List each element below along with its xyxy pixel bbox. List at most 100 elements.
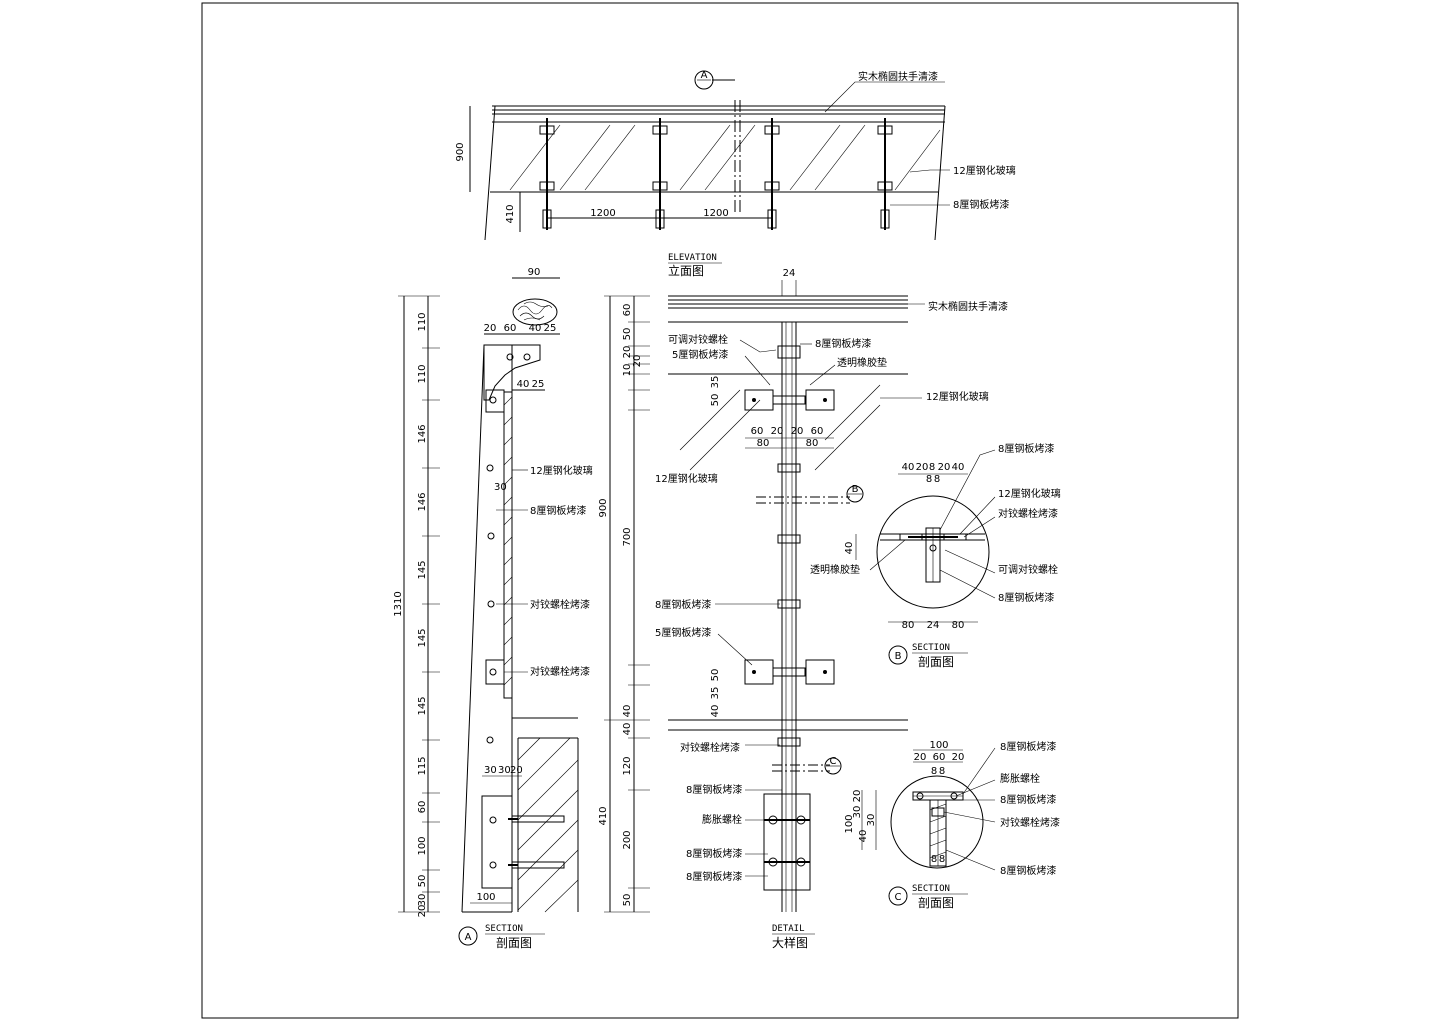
- dim-c-side-40: 40: [858, 830, 869, 843]
- dim-c-8b: 8: [939, 766, 945, 777]
- dim-a-bot-100: 100: [476, 892, 495, 903]
- dim-d-50: 50: [622, 328, 633, 341]
- dim-d-20b: 20: [632, 355, 643, 368]
- dim-a-top-60: 60: [504, 323, 517, 334]
- dim-d-35: 35: [710, 376, 721, 389]
- dim-a-bot-20: 20: [510, 765, 523, 776]
- dim-d-20c: 20: [791, 426, 804, 437]
- section-b-title-en: SECTION: [912, 643, 950, 653]
- dim-a-30-glass: 30: [494, 482, 507, 493]
- dim-c-60: 60: [933, 752, 946, 763]
- dim-d-20a: 20: [771, 426, 784, 437]
- dim-d-40b: 40: [622, 705, 633, 718]
- dim-1200-a: 1200: [590, 208, 615, 219]
- dim-d-60a: 60: [751, 426, 764, 437]
- detail-view: 60 50 20 10 20 35 50 900 700 50 35 40 40…: [598, 268, 1008, 950]
- dim-b-20a: 20: [916, 462, 929, 473]
- callout-c-bolt: 对铰螺栓烤漆: [1000, 816, 1060, 829]
- dim-d-80b: 80: [806, 438, 819, 449]
- section-c-title-cn: 剖面图: [918, 896, 954, 910]
- callout-c-exp-bolt: 膨胀螺栓: [1000, 772, 1040, 785]
- dim-b-8: 8: [929, 462, 935, 473]
- sheet-border: [201, 2, 1239, 1019]
- callout-d-glass-left: 12厘钢化玻璃: [655, 472, 718, 485]
- dim-d-40: 40: [710, 705, 721, 718]
- section-b-marker: [846, 485, 864, 503]
- dim-b-40b: 40: [952, 462, 965, 473]
- callout-b-bolt: 对铰螺栓烤漆: [998, 507, 1058, 520]
- section-a-title-cn: 剖面图: [496, 936, 532, 950]
- dim-a-total: 1310: [393, 591, 404, 616]
- dim-a-60: 60: [417, 801, 428, 814]
- callout-d-5mm-top: 5厘钢板烤漆: [672, 348, 728, 361]
- callout-handrail: 实木椭圆扶手清漆: [858, 70, 938, 83]
- callout-steel-plate: 8厘钢板烤漆: [953, 198, 1009, 211]
- callout-d-8mm-mid: 8厘钢板烤漆: [655, 598, 711, 611]
- section-b-marker-label: B: [852, 484, 859, 495]
- dim-d-50b: 50: [710, 394, 721, 407]
- dim-d-35b: 35: [710, 687, 721, 700]
- callout-c-8mm-bot: 8厘钢板烤漆: [1000, 864, 1056, 877]
- section-c-marker-label: C: [830, 756, 837, 767]
- dim-d-10: 10: [622, 364, 633, 377]
- dim-d-40c: 40: [622, 723, 633, 736]
- dim-a-top-25: 25: [544, 323, 557, 334]
- dim-b-24: 24: [927, 620, 940, 631]
- section-b-title-marker: [888, 645, 908, 665]
- section-a-view: 110 110 146 146 145 145 145 115 60 100 5…: [393, 267, 593, 950]
- callout-a-bolt-2: 对铰螺栓烤漆: [530, 665, 590, 678]
- section-c-title-letter: C: [895, 892, 902, 903]
- callout-d-adj-bolt: 可调对铰螺栓: [668, 333, 728, 346]
- dim-a-bot-30a: 30: [484, 765, 497, 776]
- dim-b-80a: 80: [902, 620, 915, 631]
- dim-c-side-100: 100: [844, 814, 855, 833]
- dim-a-30: 30: [417, 894, 428, 907]
- dim-a-145-1: 145: [417, 560, 428, 579]
- dim-d-200: 200: [622, 830, 633, 849]
- callout-glass: 12厘钢化玻璃: [953, 164, 1016, 177]
- dim-a-145-2: 145: [417, 628, 428, 647]
- section-c-circle: [890, 775, 984, 869]
- section-c-title-marker: [888, 886, 908, 906]
- dim-a-110-1: 110: [417, 312, 428, 331]
- callout-c-8mm-mid: 8厘钢板烤漆: [1000, 793, 1056, 806]
- callout-c-8mm-top: 8厘钢板烤漆: [1000, 740, 1056, 753]
- dim-a-mid-25: 25: [532, 379, 545, 390]
- callout-d-rubber: 透明橡胶垫: [837, 356, 887, 369]
- callout-d-8mm-base: 8厘钢板烤漆: [686, 783, 742, 796]
- elevation-title-cn: 立面图: [668, 263, 704, 278]
- section-a-title-en: SECTION: [485, 924, 523, 934]
- dim-b-side-40: 40: [844, 542, 855, 555]
- callout-b-adj-bolt: 可调对铰螺栓: [998, 563, 1058, 576]
- dim-c-20b: 20: [952, 752, 965, 763]
- section-b-title-cn: 剖面图: [918, 655, 954, 669]
- dim-c-8c: 8: [931, 854, 937, 865]
- dim-c-8a: 8: [931, 766, 937, 777]
- dim-d-24: 24: [783, 268, 796, 279]
- dim-b-80b: 80: [952, 620, 965, 631]
- dim-b-8c: 8: [934, 474, 940, 485]
- section-a-marker: [694, 70, 714, 90]
- dim-c-side-30a: 30: [852, 806, 863, 819]
- detail-title-en: DETAIL: [772, 924, 805, 934]
- dim-b-20b: 20: [938, 462, 951, 473]
- dim-d-60b: 60: [811, 426, 824, 437]
- dim-a-110-2: 110: [417, 364, 428, 383]
- section-c-marker: [824, 757, 842, 775]
- dim-b-8b: 8: [926, 474, 932, 485]
- section-a-title-letter: A: [465, 932, 472, 943]
- dim-a-115: 115: [417, 756, 428, 775]
- dim-c-8d: 8: [939, 854, 945, 865]
- callout-d-8mm-b3: 8厘钢板烤漆: [686, 870, 742, 883]
- callout-d-exp-bolt: 膨胀螺栓: [702, 813, 742, 826]
- dim-d-60: 60: [622, 304, 633, 317]
- callout-b-glass: 12厘钢化玻璃: [998, 487, 1061, 500]
- elevation-title-en: ELEVATION: [668, 253, 717, 263]
- section-b-view: 40 20 8 20 40 8 8 40 80 24 80 8厘钢板烤漆 12厘…: [810, 442, 1061, 669]
- dim-900: 900: [455, 142, 466, 161]
- dim-a-top-40: 40: [529, 323, 542, 334]
- dim-a-146-2: 146: [417, 492, 428, 511]
- callout-d-5mm-low: 5厘钢板烤漆: [655, 626, 711, 639]
- section-a-marker-label: A: [701, 70, 708, 81]
